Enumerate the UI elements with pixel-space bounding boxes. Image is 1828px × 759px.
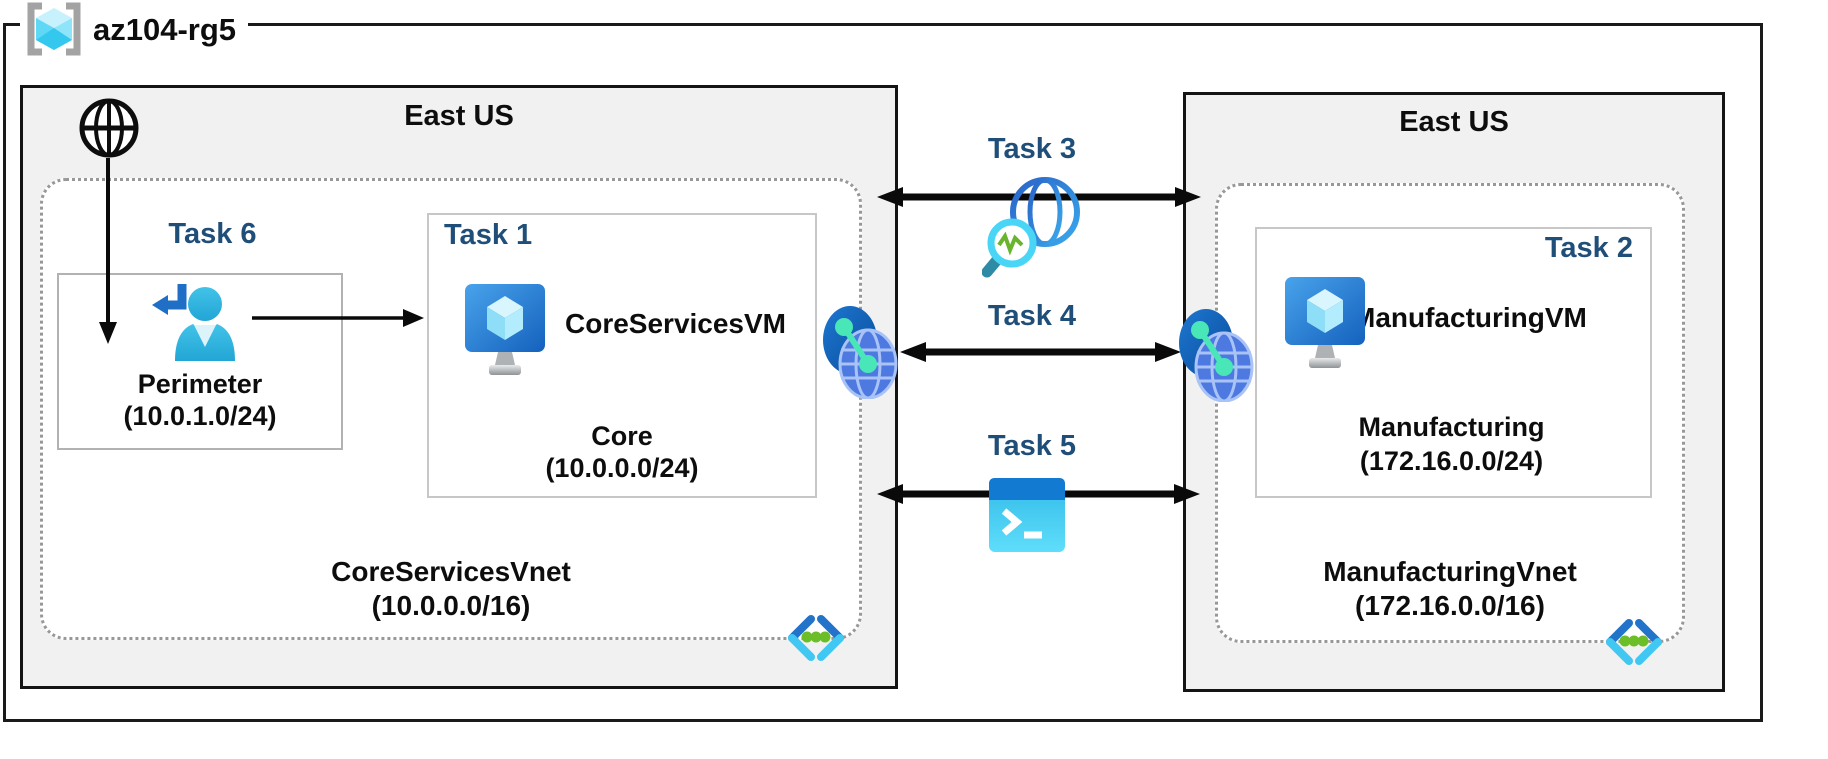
manufacturing-subnet-name: Manufacturing	[1358, 412, 1545, 442]
task1-label: Task 1	[444, 219, 533, 251]
manufacturing-vm-name: ManufacturingVM	[1352, 302, 1587, 333]
resource-group-icon	[27, 2, 81, 56]
perimeter-subnet-cidr: (10.0.1.0/24)	[123, 401, 277, 431]
internet-globe-icon	[79, 98, 139, 158]
network-watcher-icon	[982, 177, 1080, 278]
core-vm-name: CoreServicesVM	[565, 308, 787, 339]
manufacturing-subnet-cidr: (172.16.0.0/24)	[1359, 446, 1544, 476]
core-vnet-cidr: (10.0.0.0/16)	[371, 590, 531, 621]
perimeter-subnet-name: Perimeter	[137, 369, 263, 399]
core-subnet-box	[427, 213, 817, 498]
vnet-chevron-icon	[788, 615, 844, 661]
manufacturing-vnet-cidr: (172.16.0.0/16)	[1355, 590, 1545, 621]
virtual-machine-icon	[465, 284, 545, 375]
user-enter-icon	[152, 284, 235, 361]
task4-label: Task 4	[987, 300, 1077, 332]
resource-group-name: az104-rg5	[93, 12, 237, 47]
region-right-label: East US	[1399, 106, 1509, 138]
task5-label: Task 5	[987, 430, 1077, 462]
vnet-peering-icon	[1179, 309, 1254, 402]
vnet-chevron-icon	[1606, 619, 1662, 665]
cloud-shell-icon	[989, 478, 1065, 552]
resource-group-chip: az104-rg5	[20, 1, 249, 59]
core-subnet-name: Core	[591, 421, 653, 451]
task2-label: Task 2	[1544, 232, 1633, 264]
core-vnet-name: CoreServicesVnet	[331, 556, 571, 587]
task6-label: Task 6	[168, 218, 257, 250]
manufacturing-vnet-name: ManufacturingVnet	[1323, 556, 1577, 587]
vnet-peering-icon	[823, 306, 898, 399]
region-left-label: East US	[404, 100, 514, 132]
virtual-machine-icon	[1285, 277, 1365, 368]
task3-label: Task 3	[987, 133, 1077, 165]
core-subnet-cidr: (10.0.0.0/24)	[545, 453, 699, 483]
